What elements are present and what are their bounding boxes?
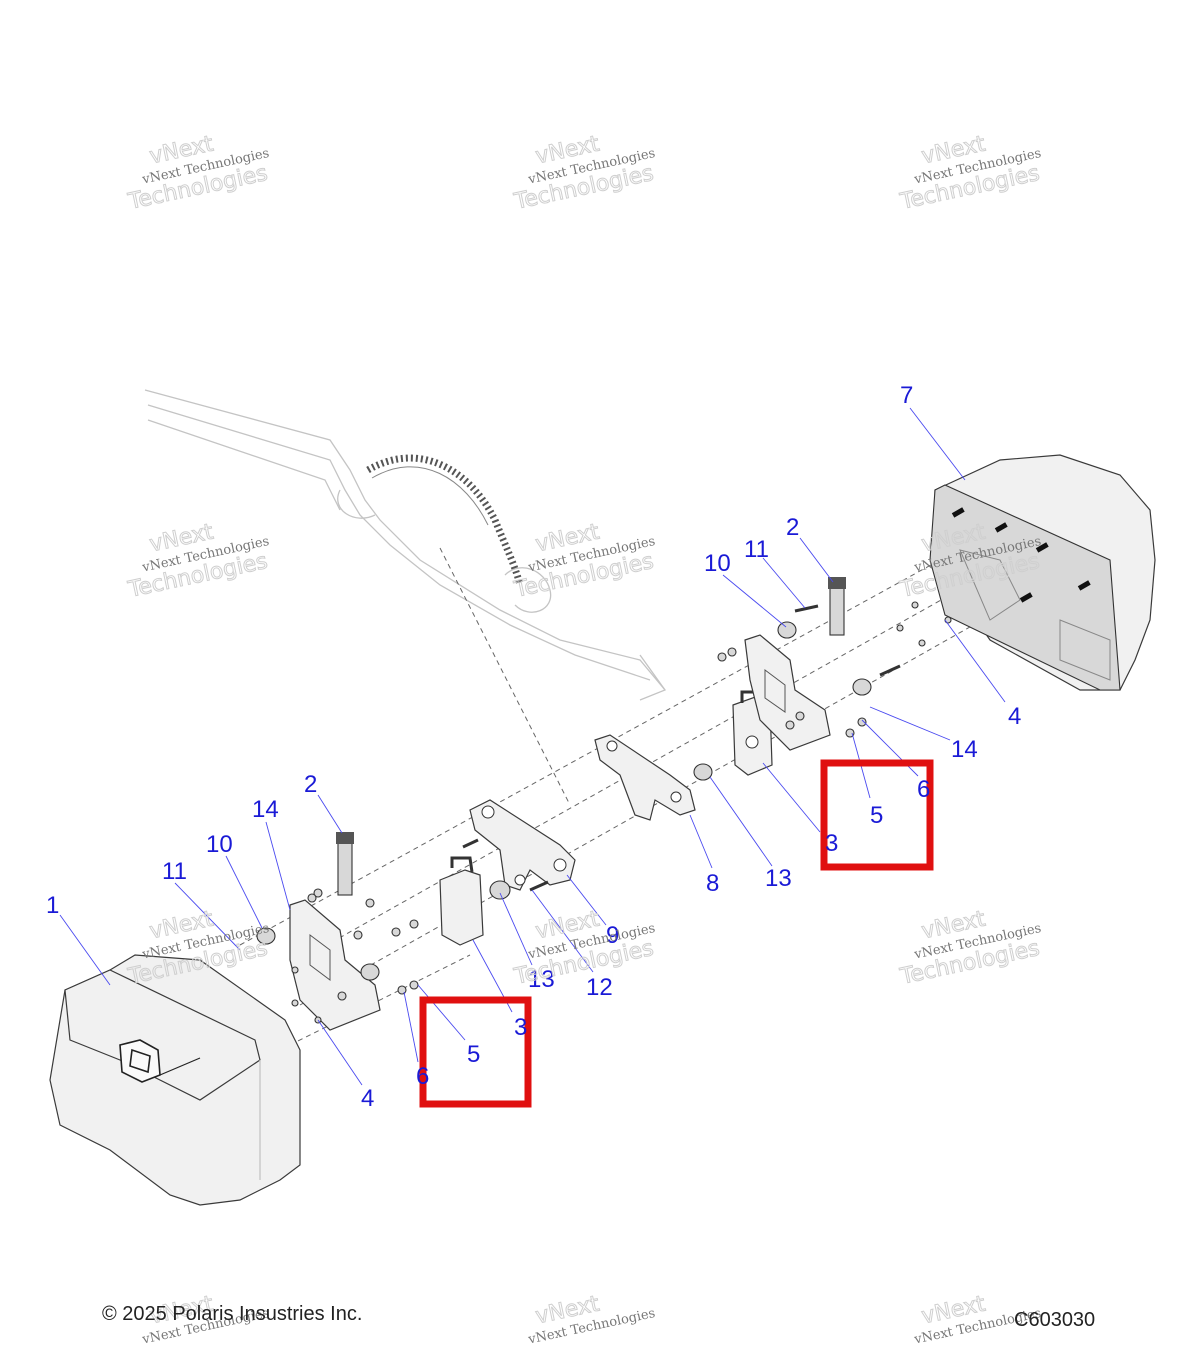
mount-bracket-9 [469, 799, 576, 891]
watermark: vNext vNext Technologies Technologies [511, 131, 657, 215]
callout-10-right: 10 [704, 550, 731, 577]
watermark: vNext vNext Technologies Technologies [125, 906, 271, 990]
callout-6-right: 6 [917, 776, 930, 803]
callout-1: 1 [46, 892, 59, 919]
highlight-box-left [419, 996, 532, 1108]
callout-6-left: 6 [416, 1063, 429, 1090]
fasteners [291, 601, 952, 1024]
highlight-boxes [419, 759, 934, 1108]
watermark: vNext vNext Technologies Technologies [125, 519, 271, 603]
bushings [256, 621, 872, 981]
polaris-logo-icon [119, 1039, 201, 1083]
callout-13-left: 13 [528, 966, 555, 993]
right-saddlebag [929, 454, 1156, 691]
strap-right [828, 577, 846, 636]
mount-plate-left [289, 899, 381, 1031]
watermark: vNext vNext Technologies [526, 1291, 656, 1348]
callout-8: 8 [706, 870, 719, 897]
strap-left [336, 832, 354, 896]
callout-12: 12 [586, 974, 613, 1001]
watermark: vNext vNext Technologies Technologies [511, 519, 657, 603]
callout-13-right: 13 [765, 865, 792, 892]
callout-3-left: 3 [514, 1014, 527, 1041]
callout-2-right: 2 [786, 514, 799, 541]
watermark: vNext vNext Technologies Technologies [511, 906, 657, 990]
bag-mounting-slots [951, 507, 1111, 681]
mount-plate-right [744, 634, 831, 751]
mount-bracket-8 [594, 734, 696, 821]
callout-11-right: 11 [744, 536, 769, 563]
callout-14-left: 14 [252, 796, 279, 823]
watermark: vNext vNext Technologies Technologies [125, 131, 271, 215]
callout-3-right: 3 [825, 830, 838, 857]
callout-10-left: 10 [206, 831, 233, 858]
callout-labels: 1 2 2 3 3 4 4 5 5 6 6 7 8 9 10 10 11 11 … [46, 382, 1021, 1112]
callout-11-left: 11 [162, 858, 187, 885]
watermark: vNext vNext Technologies Technologies [897, 131, 1043, 215]
callout-2-left: 2 [304, 771, 317, 798]
callout-4-right: 4 [1008, 703, 1021, 730]
callout-4-left: 4 [361, 1085, 374, 1112]
watermark: vNext vNext Technologies Technologies [897, 906, 1043, 990]
callout-7: 7 [900, 382, 913, 409]
copyright-text: © 2025 Polaris Insustries Inc. [102, 1303, 362, 1325]
callout-5-right: 5 [870, 802, 883, 829]
callout-9: 9 [606, 922, 619, 949]
callout-5-left: 5 [467, 1041, 480, 1068]
ghost-frame [144, 389, 667, 701]
callout-14-right: 14 [951, 736, 978, 763]
highlight-box-right [820, 759, 934, 871]
latch-plate-left [439, 856, 484, 946]
left-saddlebag [49, 954, 301, 1206]
figure-code: C603030 [1014, 1309, 1095, 1331]
